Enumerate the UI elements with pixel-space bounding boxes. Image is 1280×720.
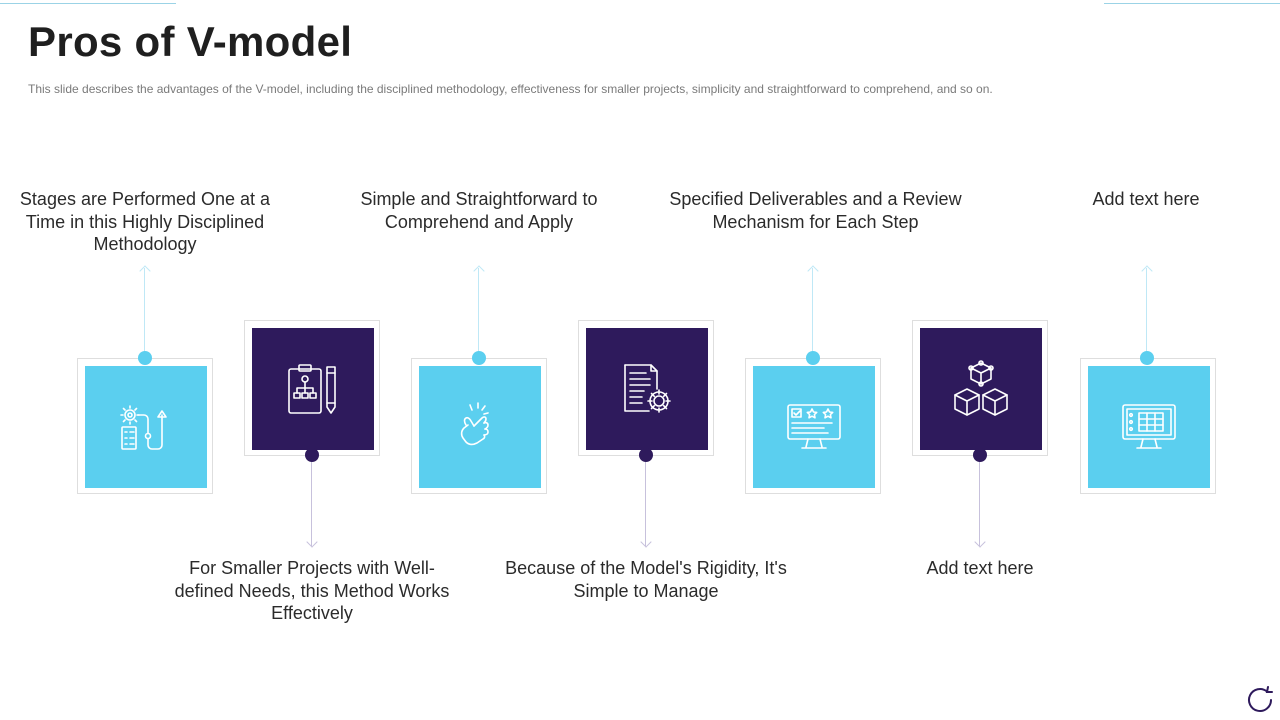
arrow-up-7	[1141, 265, 1153, 277]
connector-down-2	[311, 460, 312, 546]
icon-tile-3	[411, 358, 547, 494]
icon-tile-2	[244, 320, 380, 456]
cubes-icon	[954, 360, 1008, 416]
timeline-dot-2	[305, 448, 319, 462]
arrow-up-1	[139, 265, 151, 277]
connector-up-5	[812, 268, 813, 356]
point-label-3: Simple and Straightforward to Comprehend…	[360, 189, 598, 232]
point-label-6: Add text here	[926, 558, 1034, 578]
icon-tile-5	[745, 358, 881, 494]
connector-down-4	[645, 460, 646, 546]
connector-up-3	[478, 268, 479, 356]
monitor-grid-icon	[1122, 404, 1176, 449]
arrow-down-2	[306, 536, 318, 548]
snap-fingers-icon	[460, 402, 489, 446]
top-accent-line-right	[1104, 3, 1280, 4]
icon-tile-6	[912, 320, 1048, 456]
slide-title: Pros of V-model	[28, 18, 353, 65]
refresh-icon[interactable]	[1243, 683, 1277, 717]
point-label-1: Stages are Performed One at a Time in th…	[19, 189, 271, 254]
icon-tile-1	[77, 358, 213, 494]
timeline-dot-6	[973, 448, 987, 462]
point-label-5: Specified Deliverables and a Review Mech…	[669, 189, 962, 232]
timeline-dot-1	[138, 351, 152, 365]
timeline-dot-5	[806, 351, 820, 365]
connector-up-1	[144, 268, 145, 356]
arrow-down-6	[974, 536, 986, 548]
point-label-7: Add text here	[1092, 189, 1200, 209]
monitor-rating-icon	[787, 404, 841, 449]
arrow-up-5	[807, 265, 819, 277]
top-accent-line-left	[0, 3, 176, 4]
connector-up-7	[1146, 268, 1147, 356]
arrow-up-3	[473, 265, 485, 277]
timeline-dot-4	[639, 448, 653, 462]
icon-tile-4	[578, 320, 714, 456]
org-chart-clipboard-pencil-icon	[288, 364, 336, 414]
slide-subtitle: This slide describes the advantages of t…	[28, 82, 993, 96]
arrow-down-4	[640, 536, 652, 548]
point-label-4: Because of the Model's Rigidity, It's Si…	[505, 558, 787, 601]
timeline-dot-7	[1140, 351, 1154, 365]
timeline-dot-3	[472, 351, 486, 365]
document-gear-icon	[624, 364, 671, 413]
point-label-2: For Smaller Projects with Well-defined N…	[174, 558, 450, 623]
connector-down-6	[979, 460, 980, 546]
workflow-checklist-icon	[120, 405, 167, 450]
icon-tile-7	[1080, 358, 1216, 494]
